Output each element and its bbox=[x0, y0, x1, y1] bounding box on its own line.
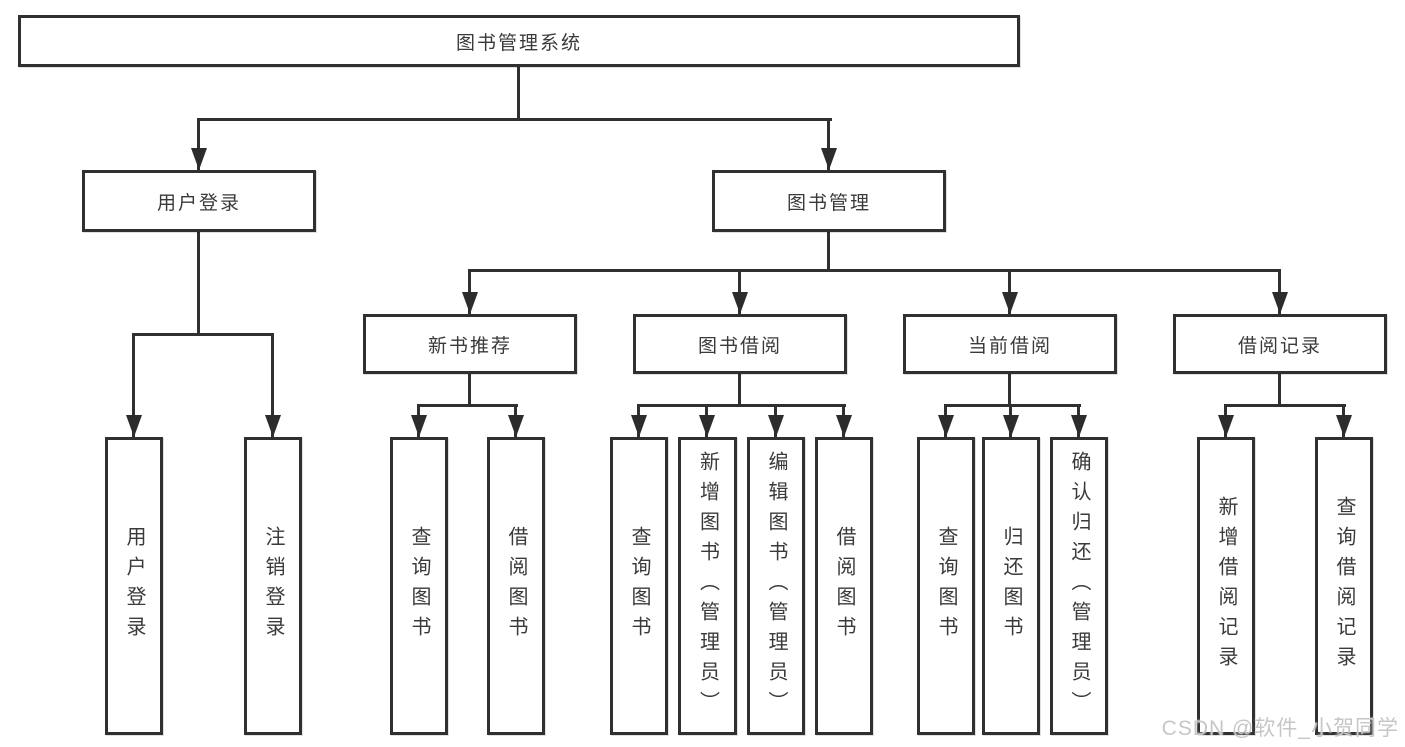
leaf-add-borrow-record: 新增借阅记录 bbox=[1197, 437, 1255, 735]
arrow-down-icon bbox=[699, 415, 715, 437]
leaf-user-login: 用户登录 bbox=[105, 437, 163, 735]
node-book-borrowing: 图书借阅 bbox=[633, 314, 847, 374]
arrow-down-icon bbox=[1336, 415, 1352, 437]
leaf-return-books: 归还图书 bbox=[982, 437, 1040, 735]
connector-segment bbox=[827, 118, 830, 170]
node-current-borrowing: 当前借阅 bbox=[903, 314, 1117, 374]
arrow-down-icon bbox=[938, 415, 954, 437]
leaf-borrow-books: 借阅图书 bbox=[815, 437, 873, 735]
connector-segment bbox=[1278, 374, 1281, 407]
node-user-login-branch: 用户登录 bbox=[82, 170, 316, 232]
connector-segment bbox=[197, 118, 832, 121]
arrow-down-icon bbox=[1071, 415, 1087, 437]
leaf-add-books-admin: 新增图书（管理员） bbox=[678, 437, 737, 735]
leaf-query-borrow-record: 查询借阅记录 bbox=[1315, 437, 1373, 735]
connector-segment bbox=[468, 269, 471, 314]
connector-segment bbox=[197, 232, 200, 336]
node-new-book-recommendation: 新书推荐 bbox=[363, 314, 577, 374]
connector-segment bbox=[468, 374, 471, 407]
arrow-down-icon bbox=[768, 415, 784, 437]
leaf-edit-books-admin: 编辑图书（管理员） bbox=[747, 437, 805, 735]
arrow-down-icon bbox=[821, 148, 837, 170]
connector-segment bbox=[944, 404, 1081, 407]
arrow-down-icon bbox=[631, 415, 647, 437]
node-book-management-branch: 图书管理 bbox=[712, 170, 946, 232]
arrow-down-icon bbox=[1003, 415, 1019, 437]
connector-segment bbox=[1278, 269, 1281, 314]
connector-segment bbox=[637, 404, 846, 407]
arrow-down-icon bbox=[191, 148, 207, 170]
connector-segment bbox=[271, 333, 274, 437]
leaf-borrow-books-recommend: 借阅图书 bbox=[487, 437, 545, 735]
connector-segment bbox=[738, 374, 741, 407]
csdn-watermark: CSDN @软件_小贺同学 bbox=[1161, 717, 1399, 740]
leaf-confirm-return-admin: 确认归还（管理员） bbox=[1050, 437, 1108, 735]
arrow-down-icon bbox=[462, 292, 478, 314]
arrow-down-icon bbox=[126, 415, 142, 437]
connector-segment bbox=[1224, 404, 1346, 407]
connector-segment bbox=[417, 404, 518, 407]
node-library-management-system: 图书管理系统 bbox=[18, 15, 1020, 67]
connector-segment bbox=[132, 333, 274, 336]
connector-segment bbox=[1008, 374, 1011, 407]
connector-segment bbox=[1008, 269, 1011, 314]
arrow-down-icon bbox=[411, 415, 427, 437]
arrow-down-icon bbox=[265, 415, 281, 437]
leaf-logout: 注销登录 bbox=[244, 437, 302, 735]
connector-segment bbox=[132, 333, 135, 437]
arrow-down-icon bbox=[1272, 292, 1288, 314]
leaf-query-books-current: 查询图书 bbox=[917, 437, 975, 735]
connector-segment bbox=[517, 67, 520, 121]
leaf-query-books-recommend: 查询图书 bbox=[390, 437, 448, 735]
connector-segment bbox=[468, 269, 1281, 272]
connector-segment bbox=[738, 269, 741, 314]
connector-segment bbox=[197, 118, 200, 170]
arrow-down-icon bbox=[1002, 292, 1018, 314]
arrow-down-icon bbox=[1218, 415, 1234, 437]
leaf-query-books-borrowing: 查询图书 bbox=[610, 437, 668, 735]
arrow-down-icon bbox=[508, 415, 524, 437]
arrow-down-icon bbox=[836, 415, 852, 437]
connector-segment bbox=[827, 232, 830, 272]
arrow-down-icon bbox=[732, 292, 748, 314]
node-borrowing-records: 借阅记录 bbox=[1173, 314, 1387, 374]
